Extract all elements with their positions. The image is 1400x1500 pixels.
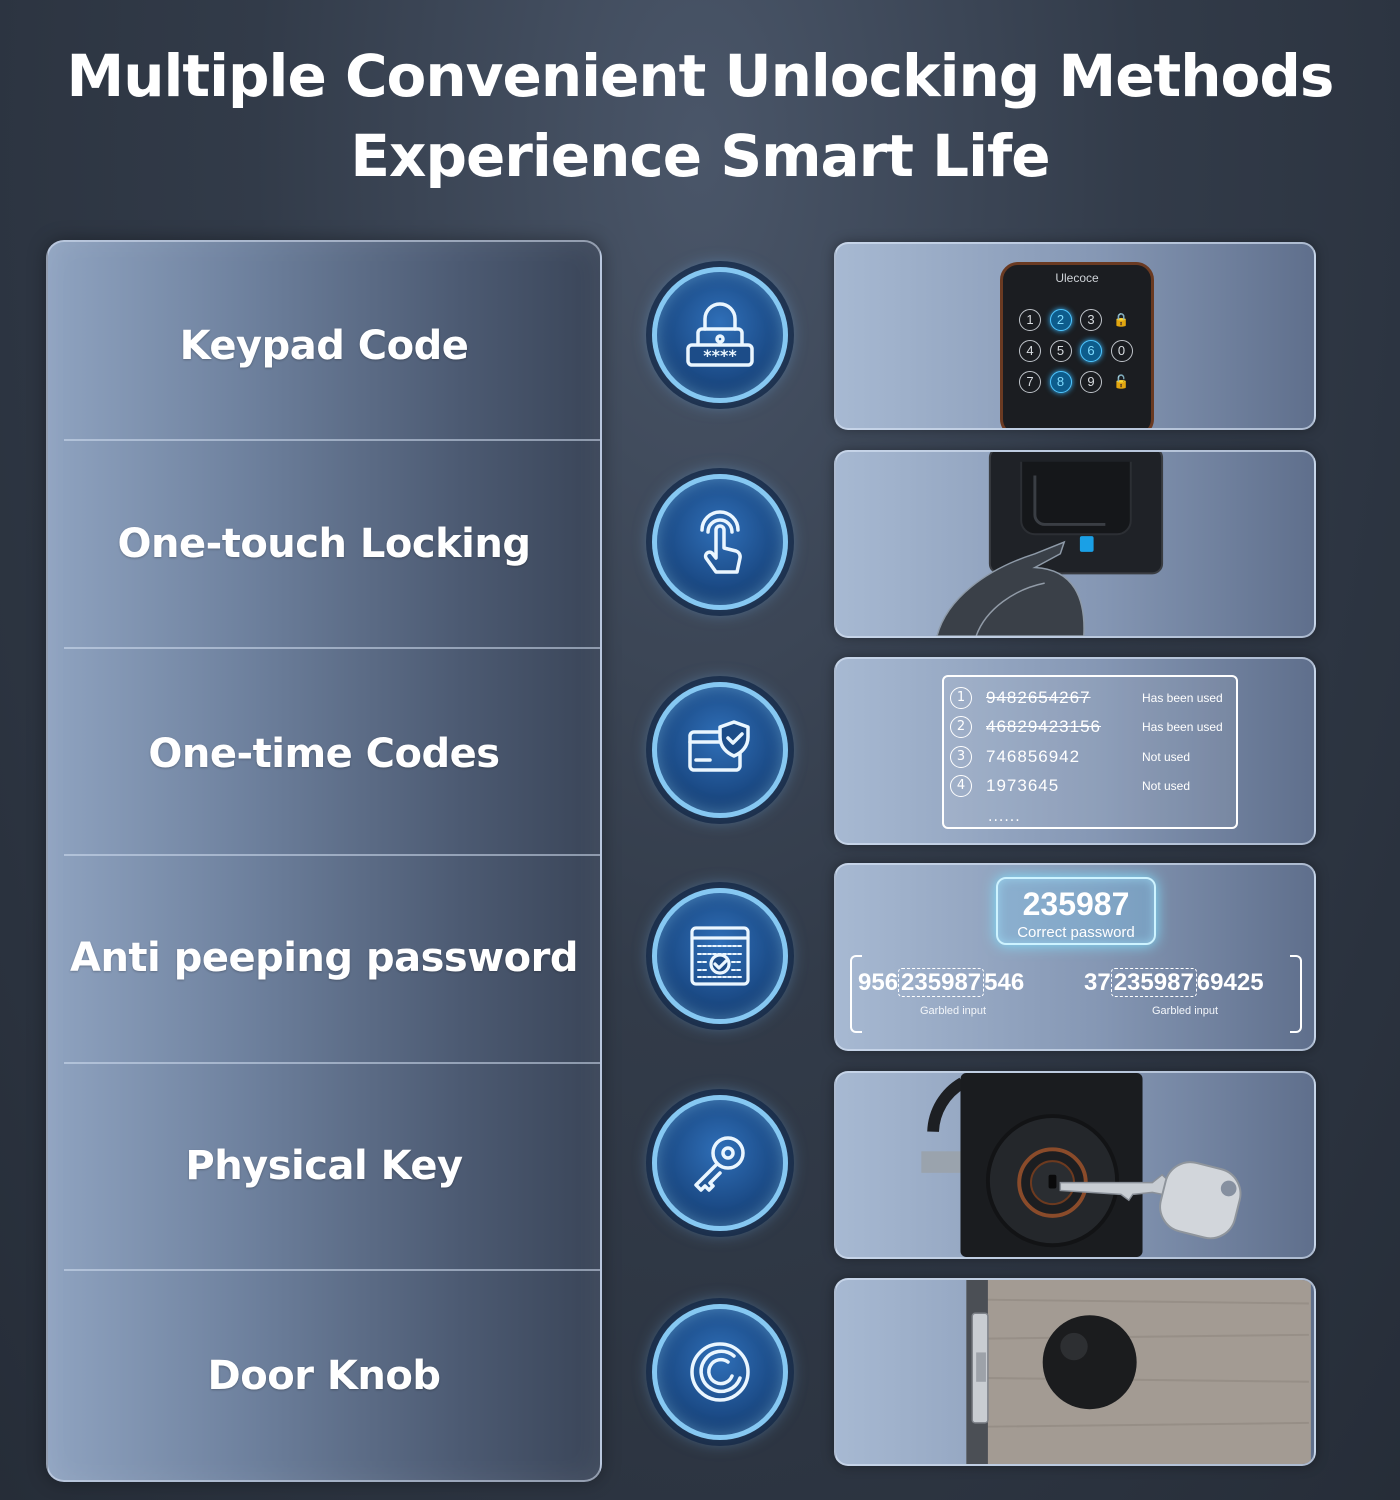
- code-index: 4: [950, 775, 972, 797]
- brand-logo: Ulecoce: [1055, 271, 1099, 285]
- key-icon: [652, 1095, 788, 1231]
- one-touch-scene: [936, 452, 1164, 636]
- touch-hand-icon: [652, 474, 788, 610]
- more-ellipsis: ......: [988, 809, 1021, 825]
- one-time-codes-image: 1 9482654267 Has been used 2 46829423156…: [834, 657, 1316, 845]
- padlock-password-icon: ****: [652, 267, 788, 403]
- method-label-keypad-code: Keypad Code: [179, 322, 469, 369]
- card-shield-icon: [652, 682, 788, 818]
- garbled-prefix: 37: [1084, 969, 1111, 996]
- door-knob-scene: [966, 1280, 1311, 1464]
- code-value: 46829423156: [986, 717, 1102, 736]
- code-index: 2: [950, 716, 972, 738]
- svg-text:****: ****: [703, 346, 737, 365]
- keypad-key: 5: [1049, 340, 1072, 362]
- garbled-core: 235987: [1110, 968, 1197, 997]
- keypad-lock-image: Ulecoce 1 2 3 🔒 4 5 6 0 7 8 9 🔓: [834, 242, 1316, 430]
- keypad-device: Ulecoce 1 2 3 🔒 4 5 6 0 7 8 9 🔓: [1000, 262, 1154, 428]
- divider: [64, 1269, 600, 1271]
- divider: [64, 647, 600, 649]
- keypad-key: 3: [1080, 309, 1102, 331]
- garbled-prefix: 956: [858, 969, 899, 996]
- code-status: Not used: [1142, 750, 1191, 764]
- unlock-icon: 🔓: [1113, 374, 1130, 389]
- header: Multiple Convenient Unlocking Methods Ex…: [0, 36, 1400, 196]
- title-line-1: Multiple Convenient Unlocking Methods: [66, 42, 1335, 110]
- keypad-key: 8: [1049, 371, 1072, 393]
- browser-check-icon: [652, 888, 788, 1024]
- code-value: 746856942: [986, 747, 1081, 766]
- correct-password-label: Correct password: [1017, 924, 1135, 941]
- code-status: Has been used: [1142, 691, 1223, 705]
- divider: [64, 1062, 600, 1064]
- code-value: 9482654267: [986, 688, 1091, 707]
- code-list: 1 9482654267 Has been used 2 46829423156…: [942, 675, 1238, 829]
- divider: [64, 854, 600, 856]
- code-index: 1: [950, 687, 972, 709]
- garbled-suffix: 69425: [1196, 969, 1264, 996]
- divider: [64, 439, 600, 441]
- physical-key-image: [834, 1071, 1316, 1259]
- list-item: 4 1973645 Not used: [950, 773, 1234, 799]
- keypad-keys: 1 2 3 🔒 4 5 6 0 7 8 9 🔓: [1019, 309, 1141, 393]
- lock-icon: 🔒: [1113, 312, 1130, 327]
- list-item: 2 46829423156 Has been used: [950, 714, 1234, 740]
- keypad-key: 6: [1080, 340, 1102, 362]
- method-label-physical-key: Physical Key: [185, 1142, 463, 1189]
- garbled-caption: Garbled input: [1152, 1005, 1219, 1017]
- code-status: Has been used: [1142, 720, 1223, 734]
- title-line-2: Experience Smart Life: [350, 122, 1050, 190]
- method-label-one-time-codes: One-time Codes: [148, 730, 500, 777]
- keypad-key: 2: [1049, 309, 1072, 331]
- garbled-suffix: 546: [984, 969, 1025, 996]
- one-touch-lock-image: [834, 450, 1316, 638]
- keypad-key: 9: [1080, 371, 1102, 393]
- bracket: [1290, 955, 1302, 1033]
- bracket: [850, 955, 862, 1033]
- garbled-caption: Garbled input: [920, 1005, 987, 1017]
- correct-password-value: 235987: [1022, 886, 1130, 922]
- keypad-key: 7: [1019, 371, 1041, 393]
- method-label-door-knob: Door Knob: [207, 1352, 441, 1399]
- correct-password-box: 235987 Correct password: [996, 877, 1156, 945]
- code-status: Not used: [1142, 779, 1191, 793]
- knob-swirl-icon: [652, 1304, 788, 1440]
- keypad-key: 0: [1110, 340, 1133, 362]
- code-value: 1973645: [986, 776, 1060, 795]
- methods-panel: Keypad Code One-touch Locking One-time C…: [46, 240, 602, 1482]
- physical-key-scene: [921, 1073, 1242, 1257]
- keypad-key: 1: [1019, 309, 1041, 331]
- list-item: 3 746856942 Not used: [950, 744, 1234, 770]
- method-label-anti-peeping-password: Anti peeping password: [70, 934, 579, 981]
- code-index: 3: [950, 746, 972, 768]
- garbled-core: 235987: [898, 968, 985, 997]
- door-knob-image: [834, 1278, 1316, 1466]
- method-label-one-touch-locking: One-touch Locking: [117, 520, 531, 567]
- list-item: 1 9482654267 Has been used: [950, 685, 1234, 711]
- keypad-key: 4: [1019, 340, 1041, 362]
